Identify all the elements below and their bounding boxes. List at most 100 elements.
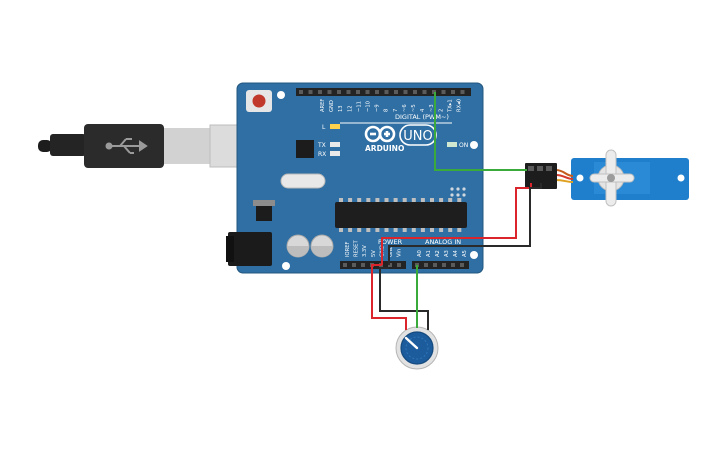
header-hole[interactable] xyxy=(299,90,303,94)
header-hole[interactable] xyxy=(403,90,408,94)
analog-header[interactable] xyxy=(412,261,469,269)
header-hole[interactable] xyxy=(451,90,455,94)
header-hole[interactable] xyxy=(327,90,332,94)
led-tx-label: TX xyxy=(317,142,326,149)
chip-pin xyxy=(439,198,444,202)
header-hole[interactable] xyxy=(424,263,428,267)
icsp-pin xyxy=(456,187,460,191)
chip-pin xyxy=(430,228,434,232)
voltage-regulator xyxy=(256,205,272,221)
header-hole[interactable] xyxy=(422,90,427,94)
header-hole[interactable] xyxy=(343,263,347,267)
pin-label: IOREF xyxy=(345,242,351,257)
pin-label: 13 xyxy=(338,105,344,112)
pin-label: AREF xyxy=(320,99,326,112)
chip-pin xyxy=(457,228,462,232)
mount-hole xyxy=(470,141,478,149)
header-hole[interactable] xyxy=(361,263,365,267)
header-hole[interactable] xyxy=(375,90,379,94)
digital-header[interactable] xyxy=(296,88,471,96)
header-hole[interactable] xyxy=(365,90,370,94)
pin-label: ~5 xyxy=(411,104,417,112)
pot-indicator xyxy=(404,336,419,350)
usb-interface-chip xyxy=(296,140,314,158)
chip-pin xyxy=(339,198,343,202)
header-hole[interactable] xyxy=(460,90,465,94)
chip-pin xyxy=(384,198,389,202)
header-hole[interactable] xyxy=(442,263,446,267)
pin-label: A0 xyxy=(417,250,423,257)
dc-power-jack xyxy=(228,232,272,266)
led-l-label: L xyxy=(322,124,326,131)
header-hole[interactable] xyxy=(433,263,437,267)
usb-cable[interactable] xyxy=(38,124,271,168)
chip-pin xyxy=(448,198,453,202)
chip-pin xyxy=(384,228,389,232)
crystal-oscillator xyxy=(280,173,326,189)
pin-label: 3.3V xyxy=(362,245,368,257)
mount-hole xyxy=(470,251,478,259)
header-hole[interactable] xyxy=(441,90,446,94)
pin-label: GND xyxy=(329,100,335,112)
wire-pot-power[interactable] xyxy=(371,264,407,330)
servo-horn[interactable] xyxy=(589,149,635,207)
icsp-pin xyxy=(462,187,466,191)
header-hole[interactable] xyxy=(397,263,401,267)
pin-label: RESET xyxy=(354,240,360,257)
chip-pin xyxy=(439,228,444,232)
wire-servo-signal[interactable] xyxy=(434,92,527,171)
reset-button[interactable] xyxy=(252,94,266,108)
header-hole[interactable] xyxy=(308,90,313,94)
atmega-chip xyxy=(335,202,467,228)
header-hole[interactable] xyxy=(356,90,360,94)
pin-label: 4 xyxy=(420,108,426,112)
header-hole[interactable] xyxy=(384,90,389,94)
chip-pin xyxy=(420,228,425,232)
chip-pin xyxy=(348,228,353,232)
header-hole[interactable] xyxy=(337,90,341,94)
chip-pin xyxy=(366,228,371,232)
pin-label: ~9 xyxy=(375,104,381,112)
pin-label: 7 xyxy=(393,109,399,112)
pin-label: A3 xyxy=(444,250,450,257)
led-tx xyxy=(330,142,340,147)
chip-pin xyxy=(411,228,416,232)
usb-cable-strain-relief xyxy=(50,134,86,156)
analog-section-label: ANALOG IN xyxy=(425,238,461,246)
chip-pin xyxy=(393,198,398,202)
chip-pin xyxy=(402,198,407,202)
wires xyxy=(371,92,542,330)
pin-label: 12 xyxy=(347,105,353,112)
model-label: UNO xyxy=(403,129,432,144)
chip-pin xyxy=(457,198,462,202)
arduino-logo-icon xyxy=(364,125,396,143)
header-hole[interactable] xyxy=(413,90,417,94)
chip-pin xyxy=(357,228,362,232)
mount-hole xyxy=(282,262,290,270)
header-hole[interactable] xyxy=(394,90,398,94)
pin-label: 5V xyxy=(371,250,377,257)
micro-servo[interactable] xyxy=(525,149,689,207)
header-hole[interactable] xyxy=(460,263,464,267)
potentiometer[interactable] xyxy=(395,326,439,370)
pin-label: TX▸1 xyxy=(447,99,453,113)
power-section-label: POWER xyxy=(378,238,403,246)
pin-label: ~3 xyxy=(429,104,435,112)
pin-label: ~11 xyxy=(356,101,362,112)
header-hole[interactable] xyxy=(451,263,455,267)
chip-pin xyxy=(393,228,398,232)
pin-label: RX◂0 xyxy=(457,99,463,112)
pin-label: A1 xyxy=(426,250,432,257)
wire-servo-ground[interactable] xyxy=(388,183,542,265)
wire-pot-ground[interactable] xyxy=(379,267,429,330)
brand-label: ARDUINO xyxy=(365,144,404,153)
header-hole[interactable] xyxy=(346,90,351,94)
chip-pin xyxy=(348,198,353,202)
led-l xyxy=(330,124,340,129)
header-hole[interactable] xyxy=(318,90,322,94)
header-hole[interactable] xyxy=(352,263,356,267)
pin-label: Vin xyxy=(397,249,403,257)
